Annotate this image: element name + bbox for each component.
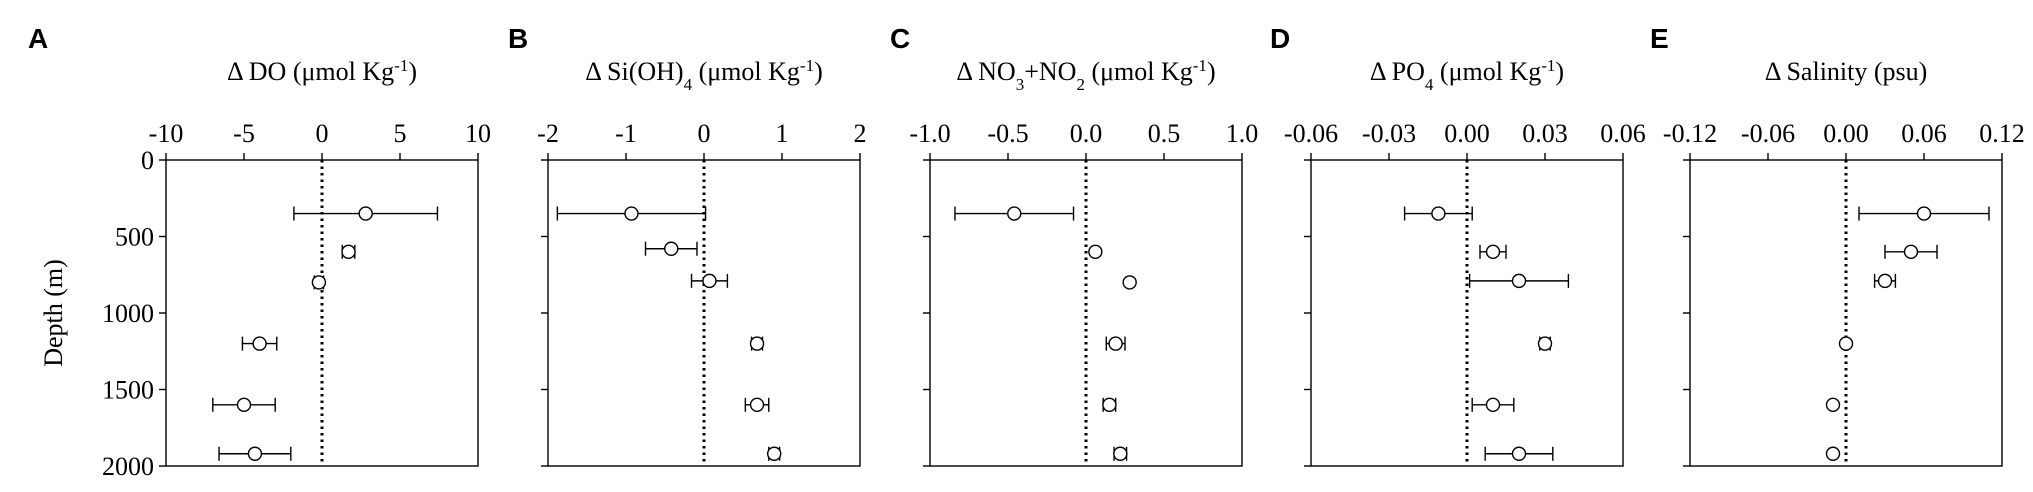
title-text: (μmol Kg	[1085, 57, 1193, 86]
x-tick-label: 0.5	[1148, 119, 1181, 148]
data-point	[624, 206, 639, 221]
title-text: (μmol Kg	[692, 57, 800, 86]
x-tick-label: -0.06	[1284, 119, 1338, 148]
x-tick-label: 10	[465, 119, 491, 148]
x-tick-label: 0.00	[1823, 119, 1869, 148]
x-tick-label: 0	[316, 119, 329, 148]
x-tick-label: 1.0	[1226, 119, 1259, 148]
panel-d: D Δ PO4 (μmol Kg-1) -0.06 -0.03 0.00 0.03 0.06	[1270, 23, 1646, 467]
y-tick-label: 1000	[102, 299, 154, 328]
data-point	[1511, 273, 1527, 289]
x-tick-label: 0	[698, 119, 711, 148]
title-text: )	[1555, 57, 1564, 86]
data-point	[1825, 446, 1841, 461]
data-point	[1537, 336, 1553, 351]
data-point	[664, 241, 679, 256]
title-text: +NO	[1024, 57, 1076, 86]
panel-letter: C	[890, 23, 910, 54]
x-tick-label: -10	[149, 119, 184, 148]
data-point	[1877, 273, 1893, 289]
panel-letter: E	[1650, 23, 1669, 54]
title-subscript: 4	[1425, 75, 1434, 94]
x-tick-label: 5	[394, 119, 407, 148]
data-point	[767, 446, 782, 461]
data-point	[1108, 336, 1123, 351]
data-point	[749, 336, 765, 351]
title-subscript: 3	[1016, 75, 1025, 94]
x-tick-label: -1	[615, 119, 637, 148]
title-superscript: -1	[1541, 56, 1555, 75]
x-tick-label: 2	[854, 119, 867, 148]
x-tick-label: 1	[776, 119, 789, 148]
data-point	[1431, 206, 1446, 221]
data-point	[1916, 206, 1932, 221]
data-point	[1485, 397, 1501, 412]
title-text: Δ NO	[956, 57, 1015, 86]
x-tick-label: -5	[233, 119, 255, 148]
data-point	[1825, 397, 1841, 412]
panel-title: Δ NO3+NO2 (μmol Kg-1)	[956, 56, 1215, 94]
panel-e: E Δ Salinity (psu) -0.12 -0.06 0.00 0.06 0.12	[1650, 23, 2025, 467]
data-point	[702, 273, 717, 289]
panel-letter: D	[1270, 23, 1290, 54]
y-tick-label: 500	[115, 223, 154, 252]
title-text: Δ PO	[1370, 57, 1425, 86]
data-point	[1113, 446, 1128, 461]
data-point	[236, 397, 252, 412]
panel-title: Δ Si(OH)4 (μmol Kg-1)	[585, 56, 823, 94]
x-tick-label: -0.06	[1741, 119, 1795, 148]
data-point	[1102, 397, 1117, 412]
data-point	[341, 244, 356, 260]
title-text: (μmol Kg	[1433, 57, 1541, 86]
panel-a: A Δ DO (μmol Kg-1) -10 -5 0 5 10 0 500 1000 1500 20…	[28, 23, 491, 481]
title-text: Δ Si(OH)	[585, 57, 683, 86]
title-text: Δ Salinity (psu)	[1765, 57, 1928, 86]
data-point	[358, 206, 373, 221]
x-tick-label: 0.06	[1901, 119, 1947, 148]
title-text: )	[814, 57, 823, 86]
data-point	[247, 446, 263, 461]
title-subscript: 4	[684, 75, 693, 94]
title-subscript: 2	[1076, 75, 1085, 94]
data-point	[1511, 446, 1527, 461]
data-point	[1485, 244, 1501, 260]
data-point	[252, 336, 267, 351]
x-tick-label: -0.12	[1663, 119, 1717, 148]
title-superscript: -1	[1193, 56, 1207, 75]
data-point	[749, 397, 765, 412]
data-point	[1122, 275, 1137, 290]
title-text: )	[1207, 57, 1216, 86]
data-point	[1007, 206, 1022, 221]
title-text: Δ DO (μmol Kg	[227, 57, 394, 86]
y-axis-label: Depth (m)	[39, 259, 68, 367]
data-point	[1903, 244, 1919, 260]
panel-letter: A	[28, 23, 48, 54]
data-point	[1088, 244, 1103, 260]
x-tick-label: -0.5	[987, 119, 1028, 148]
x-tick-label: 0.06	[1600, 119, 1646, 148]
data-point	[311, 275, 327, 290]
panel-title: Δ DO (μmol Kg-1)	[227, 56, 417, 87]
y-tick-label: 1500	[102, 376, 154, 405]
title-superscript: -1	[394, 56, 408, 75]
x-tick-label: -2	[537, 119, 559, 148]
x-tick-label: 0.03	[1522, 119, 1568, 148]
x-tick-label: -1.0	[909, 119, 950, 148]
x-tick-label: -0.03	[1362, 119, 1416, 148]
y-tick-label: 2000	[102, 452, 154, 481]
x-tick-label: 0.0	[1070, 119, 1103, 148]
title-text: )	[408, 57, 417, 86]
panel-letter: B	[508, 23, 528, 54]
x-tick-label: 0.12	[1979, 119, 2025, 148]
data-point	[1838, 336, 1854, 351]
panel-title: Δ PO4 (μmol Kg-1)	[1370, 56, 1564, 94]
y-tick-label: 0	[141, 146, 154, 175]
panel-title: Δ Salinity (psu)	[1765, 57, 1928, 86]
x-tick-label: 0.00	[1444, 119, 1490, 148]
title-superscript: -1	[800, 56, 814, 75]
